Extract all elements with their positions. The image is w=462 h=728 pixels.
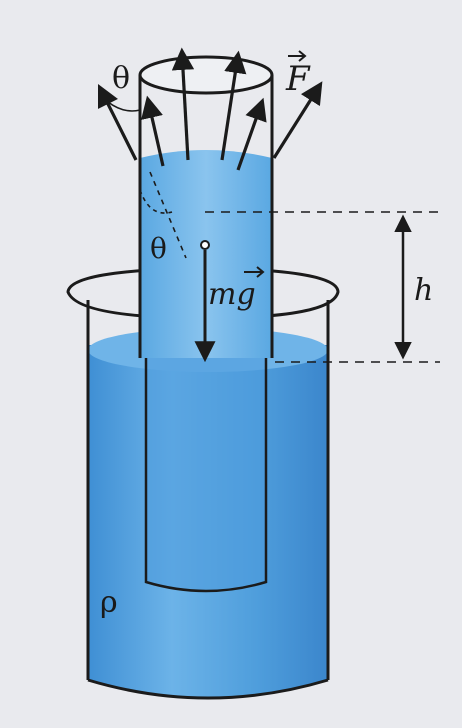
weight-vector (194, 240, 216, 363)
force-arrow-2 (141, 95, 165, 167)
force-arrow-3 (171, 47, 195, 161)
theta-inner-arc (139, 189, 173, 214)
beaker-bottom (87, 678, 329, 700)
angle-marks (107, 101, 187, 259)
force-arrow-6 (272, 81, 323, 159)
force-arrow-5 (236, 97, 267, 171)
theta-inner-label: θ (150, 232, 167, 265)
force-arrow-1 (97, 83, 138, 161)
tube-top-opening (138, 55, 274, 95)
height-dimension (205, 211, 440, 363)
height-label: h (414, 273, 433, 308)
force-vector-tip (298, 50, 307, 62)
force-label: F (285, 59, 311, 99)
density-label: ρ (100, 585, 118, 620)
tube-submerged (144, 358, 268, 593)
theta-top-label: θ (112, 61, 130, 96)
beaker-rim (66, 266, 340, 320)
weight-label: mg (208, 277, 256, 312)
theta-top-arc (107, 101, 141, 112)
force-arrows (97, 47, 323, 171)
weight-vector-tip (256, 266, 265, 278)
force-arrow-4 (220, 50, 247, 161)
center-of-mass-dot (200, 240, 210, 250)
